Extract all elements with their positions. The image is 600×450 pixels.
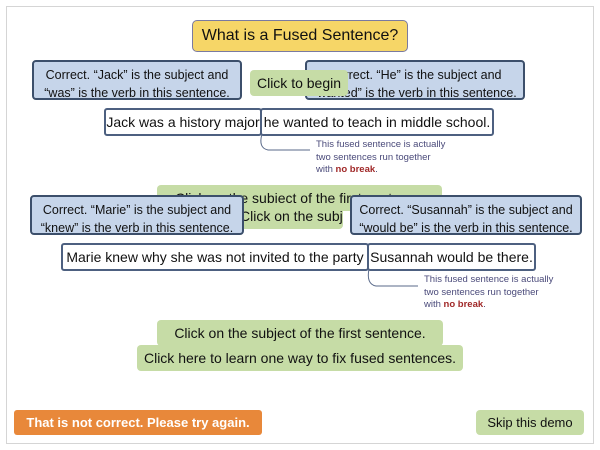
instruction-first-subject[interactable]: Click on the subject of the first senten… [157, 320, 443, 346]
error-message: That is not correct. Please try again. [14, 410, 262, 435]
feedback-bubble-marie: Correct. “Marie” is the subject and “kne… [30, 195, 244, 235]
sentence-part-jack[interactable]: Jack was a history major [104, 108, 262, 136]
instruction-second-subject[interactable]: Click on the subject of the second sente… [238, 203, 343, 229]
begin-button[interactable]: Click to begin [250, 70, 348, 96]
learn-fix-button[interactable]: Click here to learn one way to fix fused… [137, 345, 463, 371]
skip-demo-button[interactable]: Skip this demo [476, 410, 584, 435]
fused-note-2: This fused sentence is actually two sent… [424, 274, 554, 310]
page-title: What is a Fused Sentence? [192, 20, 408, 52]
sentence-part-susannah[interactable]: Susannah would be there. [367, 243, 536, 271]
sentence-part-he[interactable]: he wanted to teach in middle school. [260, 108, 494, 136]
slide-frame [6, 6, 594, 444]
feedback-bubble-jack: Correct. “Jack” is the subject and “was”… [32, 60, 242, 100]
no-break-emphasis: no break [335, 164, 376, 175]
sentence-part-marie[interactable]: Marie knew why she was not invited to th… [61, 243, 369, 271]
feedback-bubble-susannah: Correct. “Susannah” is the subject and “… [350, 195, 582, 235]
fused-note-1: This fused sentence is actually two sent… [316, 139, 446, 175]
no-break-emphasis: no break [443, 299, 484, 310]
